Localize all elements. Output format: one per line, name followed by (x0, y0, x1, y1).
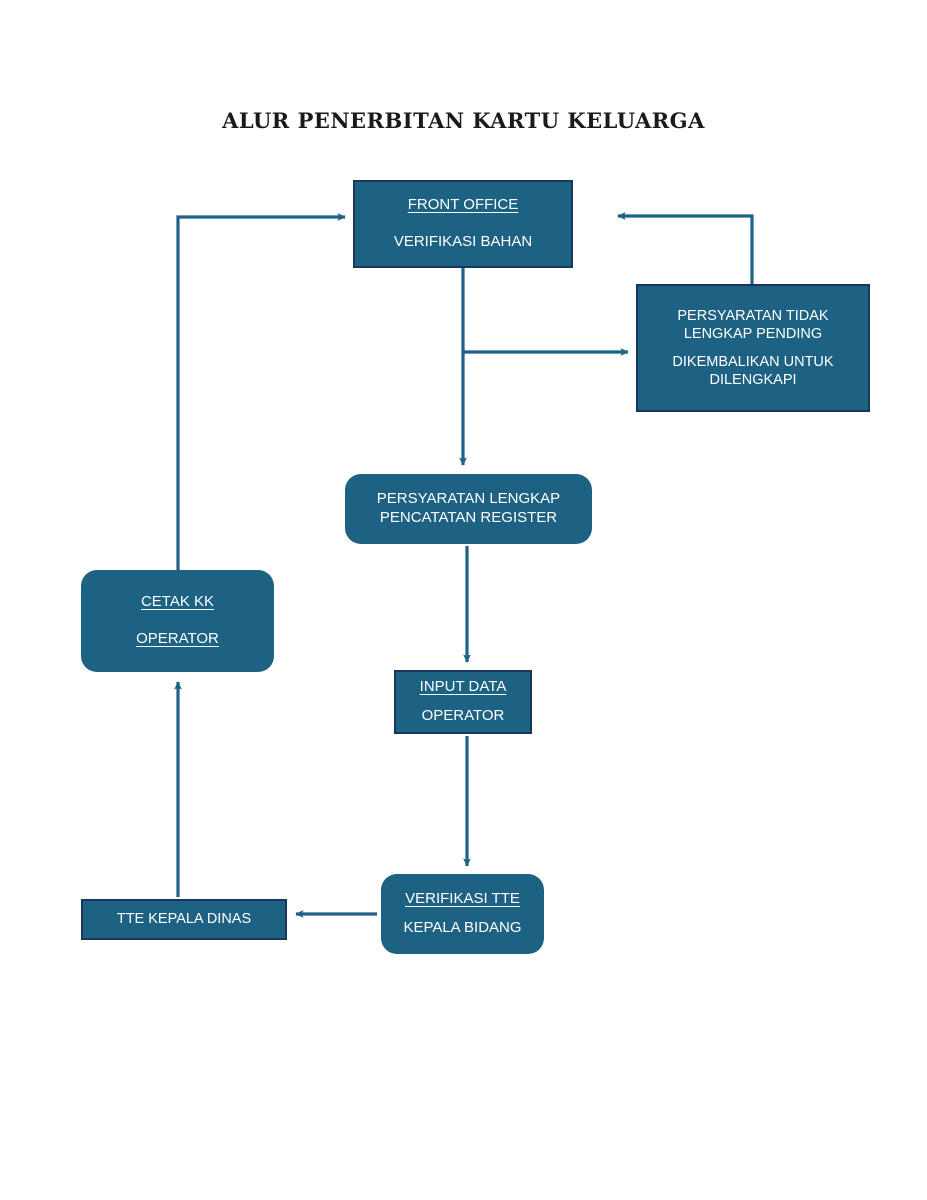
node-persyaratan-lengkap[interactable]: PERSYARATAN LENGKAP PENCATATAN REGISTER (345, 474, 592, 544)
node-input-data-line-2: OPERATOR (421, 707, 505, 724)
node-cetak-kk-line-1: CETAK KK (140, 593, 215, 611)
node-persyaratan-tidak-line-2: LENGKAP PENDING (683, 325, 823, 342)
node-persyaratan-tidak-line-4: DILENGKAPI (709, 372, 797, 389)
node-front-office-line-2: VERIFIKASI BAHAN (393, 233, 533, 250)
node-input-data[interactable]: INPUT DATA OPERATOR (394, 670, 532, 734)
node-front-office-line-1: FRONT OFFICE (407, 196, 519, 214)
node-persyaratan-lengkap-line-1: PERSYARATAN LENGKAP (376, 490, 561, 508)
node-tte-kepala-dinas[interactable]: TTE KEPALA DINAS (81, 899, 287, 940)
edge-cetak-kk-to-front-office (176, 213, 346, 570)
node-verifikasi-tte-line-2: KEPALA BIDANG (403, 919, 522, 936)
node-input-data-line-1: INPUT DATA (419, 678, 507, 696)
node-front-office[interactable]: FRONT OFFICE VERIFIKASI BAHAN (353, 180, 573, 268)
node-cetak-kk[interactable]: CETAK KK OPERATOR (81, 570, 274, 672)
node-persyaratan-lengkap-line-2: PENCATATAN REGISTER (379, 509, 558, 526)
node-tte-kepala-dinas-line-1: TTE KEPALA DINAS (116, 911, 252, 928)
node-persyaratan-tidak-line-1: PERSYARATAN TIDAK (677, 307, 829, 324)
node-verifikasi-tte-line-1: VERIFIKASI TTE (405, 890, 520, 908)
node-persyaratan-tidak-line-3: DIKEMBALIKAN UNTUK (672, 354, 834, 370)
node-cetak-kk-line-2: OPERATOR (136, 630, 219, 647)
node-verifikasi-tte[interactable]: VERIFIKASI TTE KEPALA BIDANG (381, 874, 544, 954)
edge-persyaratan-tidak-to-front-office (617, 212, 754, 284)
node-persyaratan-tidak-lengkap[interactable]: PERSYARATAN TIDAK LENGKAP PENDING DIKEMB… (636, 284, 870, 412)
page-title: ALUR PENERBITAN KARTU KELUARGA (222, 108, 705, 133)
